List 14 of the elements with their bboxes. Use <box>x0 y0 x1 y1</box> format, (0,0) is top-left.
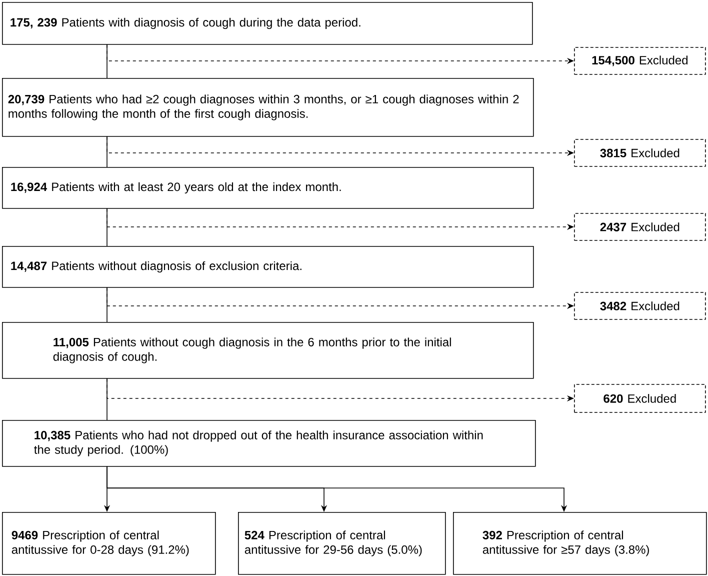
cohort-box: 11,005 Patients without cough diagnosis in the 6 months prior to the initial diagnosis of cough. <box>2 322 534 379</box>
cohort-box: 524 Prescription of central antitussive for 29-56 days (5.0%) <box>238 512 446 575</box>
cohort-box: 10,385 Patients who had not dropped out of the health insurance association within the study period. (100%) <box>2 420 536 467</box>
cohort-box: 175, 239 Patients with diagnosis of cough during the data period. <box>2 2 533 45</box>
cohort-box: 392 Prescription of central antitussive for ≥57 days (3.8%) <box>453 512 707 575</box>
excluded-box: 2437 Excluded <box>574 213 706 241</box>
excluded-box: 154,500 Excluded <box>574 47 706 75</box>
cohort-box: 14,487 Patients without diagnosis of exclusion criteria. <box>2 246 534 288</box>
excluded-box: 3815 Excluded <box>574 139 706 167</box>
cohort-box: 20,739 Patients who had ≥2 cough diagnoses within 3 months, or ≥1 cough diagnoses within 2 months following the month of the first cough diagnosis. <box>2 78 534 137</box>
cohort-box: 16,924 Patients with at least 20 years old at the index month. <box>2 167 534 209</box>
excluded-box: 620 Excluded <box>574 384 706 413</box>
cohort-box: 9469 Prescription of central antitussive for 0-28 days (91.2%) <box>2 512 216 575</box>
excluded-box: 3482 Excluded <box>574 292 706 320</box>
